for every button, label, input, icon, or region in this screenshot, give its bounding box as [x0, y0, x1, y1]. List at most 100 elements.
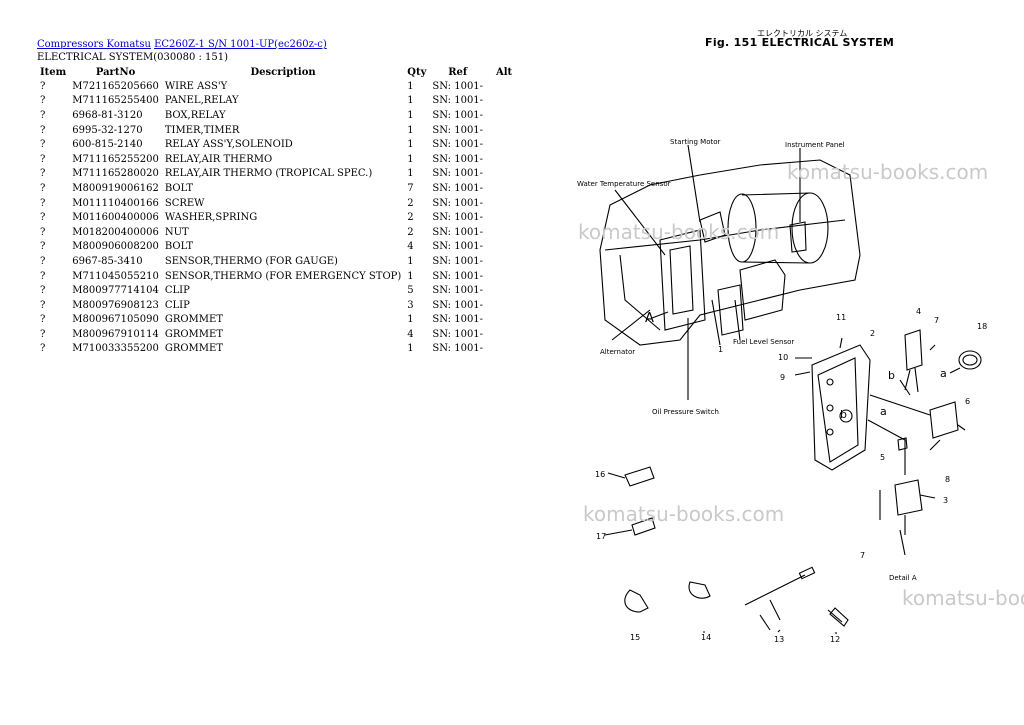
cell-description: BOLT [164, 182, 194, 194]
machine-body-outline [599, 159, 861, 346]
callout-1: 1 [718, 345, 723, 354]
header-qty: Qty [407, 66, 427, 78]
cell-qty: 5 [407, 285, 414, 297]
watermark: komatsu-books.com [902, 586, 1024, 610]
cell-description: NUT [164, 226, 189, 238]
cell-alt [486, 123, 522, 138]
cell-item: ? [40, 139, 46, 151]
header-alt: Alt [495, 66, 513, 78]
label-detail-a: Detail A [889, 574, 917, 582]
cell-item: ? [40, 153, 46, 165]
page-subtitle: ELECTRICAL SYSTEM(030080 : 151) [37, 52, 229, 63]
cell-qty: 4 [407, 328, 414, 340]
clip-16 [624, 466, 655, 487]
cell-partno: M011110400166 [72, 197, 159, 209]
cell-qty: 1 [407, 80, 414, 92]
cell-ref: SN: 1001- [432, 182, 484, 194]
cell-partno: M711165255200 [72, 153, 159, 165]
watermark: komatsu-books.com [583, 502, 785, 526]
cell-ref: SN: 1001- [432, 270, 484, 282]
timer [929, 401, 959, 439]
cell-description: SENSOR,THERMO (FOR EMERGENCY STOP) [164, 270, 402, 282]
figure-title-jp: エレクトリカル システム [757, 29, 848, 38]
cell-alt [486, 342, 522, 357]
cell-alt [486, 137, 522, 152]
callout-3: 3 [943, 496, 948, 505]
cell-partno: 6995-32-1270 [72, 124, 143, 136]
cell-description: SENSOR,THERMO (FOR GAUGE) [164, 255, 338, 267]
callout-18: 18 [977, 322, 987, 331]
cell-item: ? [40, 212, 46, 224]
label-fuel-level-sensor: Fuel Level Sensor [733, 338, 794, 346]
cell-item: ? [40, 109, 46, 121]
cell-description: CLIP [164, 299, 190, 311]
breadcrumb-link-model[interactable]: EC260Z-1 S/N 1001-UP(ec260z-c) [154, 39, 327, 50]
parts-table-header: Item PartNo Description Qty Ref Alt [37, 65, 522, 79]
cell-ref: SN: 1001- [432, 168, 484, 180]
cell-qty: 2 [407, 197, 414, 209]
cell-alt [486, 298, 522, 313]
cell-alt [486, 254, 522, 269]
cell-ref: SN: 1001- [432, 285, 484, 297]
cell-ref: SN: 1001- [432, 226, 484, 238]
sensor-12 [827, 607, 849, 627]
cell-item: ? [40, 226, 46, 238]
label-a: a [940, 367, 947, 380]
cell-description: RELAY,AIR THERMO (TROPICAL SPEC.) [164, 168, 373, 180]
callout-17: 17 [596, 532, 606, 541]
cell-ref: SN: 1001- [432, 241, 484, 253]
label-b: b [840, 408, 847, 421]
cell-partno: 6967-85-3410 [72, 255, 143, 267]
cell-qty: 1 [407, 343, 414, 355]
cell-partno: M800919006162 [72, 182, 159, 194]
clip-15 [624, 589, 649, 613]
cell-ref: SN: 1001- [432, 212, 484, 224]
cell-alt [486, 94, 522, 109]
engine-block [659, 229, 706, 331]
breadcrumb: Compressors Komatsu EC260Z-1 S/N 1001-UP… [37, 38, 537, 51]
cell-qty: 4 [407, 241, 414, 253]
cell-qty: 1 [407, 139, 414, 151]
diagram-labels: Starting Motor Instrument Panel Water Te… [577, 138, 917, 582]
cell-alt [486, 225, 522, 240]
cell-ref: SN: 1001- [432, 197, 484, 209]
cell-alt [486, 108, 522, 123]
label-starting-motor: Starting Motor [670, 138, 720, 146]
cell-description: BOX,RELAY [164, 109, 226, 121]
cell-partno: M711165280020 [72, 168, 159, 180]
cell-item: ? [40, 299, 46, 311]
cell-description: RELAY ASS'Y,SOLENOID [164, 139, 293, 151]
cell-ref: SN: 1001- [432, 328, 484, 340]
callout-16: 16 [595, 470, 605, 479]
cell-description: GROMMET [164, 328, 224, 340]
callout-4: 4 [916, 307, 921, 316]
cell-ref: SN: 1001- [432, 299, 484, 311]
callout-5: 5 [880, 453, 885, 462]
cell-qty: 2 [407, 212, 414, 224]
cell-qty: 2 [407, 226, 414, 238]
callout-15: 15 [630, 633, 640, 642]
label-instrument-panel: Instrument Panel [785, 141, 845, 149]
cell-item: ? [40, 270, 46, 282]
cell-partno: M800906008200 [72, 241, 159, 253]
cell-description: WIRE ASS'Y [164, 80, 228, 92]
breadcrumb-link-compressors[interactable]: Compressors Komatsu [37, 39, 151, 50]
clip-14 [688, 581, 711, 599]
cell-ref: SN: 1001- [432, 109, 484, 121]
cell-item: ? [40, 285, 46, 297]
cell-ref: SN: 1001- [432, 139, 484, 151]
cell-qty: 1 [407, 168, 414, 180]
